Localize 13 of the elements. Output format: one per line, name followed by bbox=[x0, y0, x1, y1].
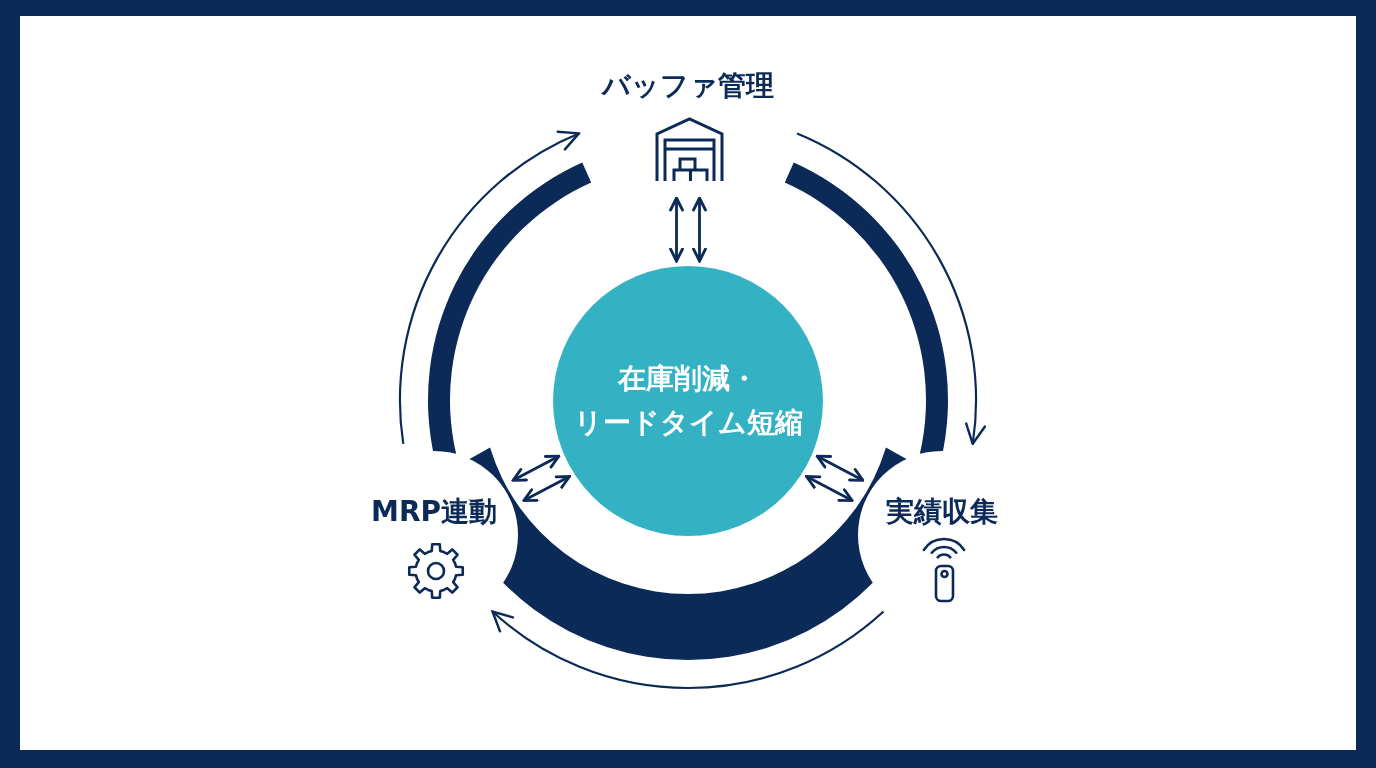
step-label: MRP連動 bbox=[371, 494, 497, 530]
double-arrow bbox=[669, 196, 684, 263]
step-label: バッファ管理 bbox=[602, 68, 774, 104]
cycle-arrow bbox=[399, 131, 581, 444]
goal-label: 在庫削減・リードタイム短縮 bbox=[572, 361, 804, 441]
double-arrow bbox=[511, 454, 561, 482]
cycle-arrow bbox=[796, 132, 986, 445]
step-label: 実績収集 bbox=[886, 494, 998, 530]
cycle-arrow bbox=[491, 610, 885, 689]
double-arrow bbox=[805, 475, 854, 502]
double-arrow bbox=[522, 475, 571, 502]
double-arrow bbox=[815, 454, 865, 482]
double-arrow bbox=[692, 196, 707, 263]
